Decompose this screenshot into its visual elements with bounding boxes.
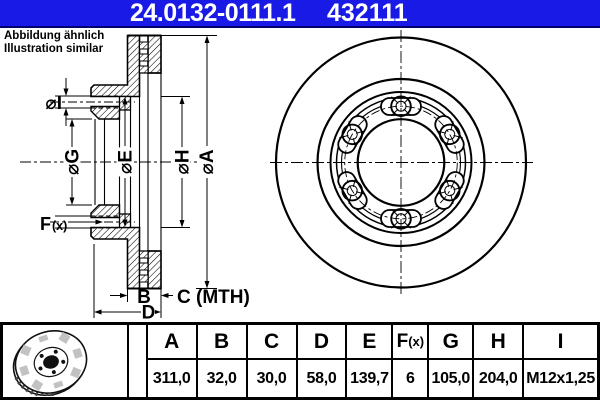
- bolt-pockets: [337, 97, 465, 228]
- dim-label-b: B: [137, 287, 151, 308]
- dim-label-diameter-g: ⌀G: [63, 149, 84, 175]
- similarity-note: Abbildung ähnlich Illustration similar: [4, 30, 104, 56]
- spec-col-i: I M12x1,25: [524, 325, 598, 397]
- section-friction-plate-bottom: [147, 250, 162, 290]
- section-friction-plate-top: [147, 34, 162, 74]
- disc-outer-circle: [274, 36, 528, 289]
- spec-col-b: B 32,0: [197, 325, 248, 397]
- section-hub-wedge-bottom: [90, 204, 121, 219]
- part-number: 24.0132-0111.1: [130, 0, 296, 27]
- vent-rib: [139, 41, 149, 50]
- label-backing: [63, 147, 215, 321]
- spec-header-g: G: [429, 325, 473, 360]
- spec-header-f: F(x): [393, 325, 428, 360]
- bolt-circle-centerline: [344, 105, 458, 220]
- spec-table: A 311,0 B 32,0 C 30,0 D 58,0 E 139,7 F(x…: [0, 322, 600, 400]
- spec-value-f: 6: [406, 369, 415, 387]
- spec-value-g: 105,0: [431, 369, 471, 387]
- brake-disc-thumbnail: [12, 330, 88, 396]
- spec-value-b: 32,0: [206, 369, 237, 387]
- spec-col-g: G 105,0: [429, 325, 475, 397]
- dim-label-diameter-i: ⌀I: [45, 93, 62, 114]
- spec-value-a: 311,0: [152, 369, 191, 387]
- spec-col-f: F(x) 6: [393, 325, 430, 397]
- dim-label-diameter-a: ⌀A: [197, 149, 218, 174]
- dim-label-diameter-e: ⌀E: [116, 150, 137, 174]
- spec-value-e: 139,7: [350, 369, 389, 387]
- spec-header-b: B: [197, 325, 246, 360]
- section-view: ⌀I ⌀G ⌀E ⌀H ⌀A F(x) B C (MTH) D: [20, 34, 250, 324]
- spec-value-d: 58,0: [306, 369, 337, 387]
- spec-col-a: A 311,0: [147, 325, 198, 397]
- section-hub-wedge-top: [90, 105, 121, 120]
- spec-col-d: D 58,0: [297, 325, 348, 397]
- dimension-labels: ⌀I ⌀G ⌀E ⌀H ⌀A F(x) B C (MTH) D: [40, 93, 250, 324]
- front-view: [270, 30, 533, 294]
- vent-rib: [139, 262, 149, 271]
- spec-spacer-cell: [129, 325, 148, 397]
- spec-header-c: C: [247, 325, 296, 360]
- spec-header-h: H: [474, 325, 523, 360]
- bolt-holes: [339, 95, 463, 230]
- friction-inner-circle: [316, 77, 486, 248]
- spec-col-h: H 204,0: [474, 325, 525, 397]
- spec-value-c: 30,0: [256, 369, 287, 387]
- dim-label-d: D: [142, 303, 156, 324]
- spec-col-c: C 30,0: [247, 325, 298, 397]
- spec-thumbnail-cell: [3, 325, 129, 397]
- title-bar: 24.0132-0111.1 432111: [0, 0, 600, 28]
- spec-header-i: I: [524, 325, 598, 360]
- spec-header-e: E: [347, 325, 392, 360]
- center-bore-circle: [356, 118, 446, 207]
- hub-ring-outer: [329, 91, 473, 234]
- dim-label-diameter-h: ⌀H: [173, 149, 194, 174]
- spec-header-a: A: [147, 325, 196, 360]
- dim-label-f: F(x): [40, 214, 67, 234]
- vent-rib: [139, 274, 149, 283]
- catalog-number: 432111: [327, 0, 408, 27]
- vent-rib: [139, 250, 149, 259]
- dimension-lines: [63, 35, 217, 318]
- vent-rib: [139, 53, 149, 62]
- dim-label-c: C (MTH): [177, 287, 250, 308]
- spec-value-h: 204,0: [478, 369, 518, 387]
- similarity-note-en: Illustration similar: [4, 43, 104, 55]
- section-hat-flange-bottom: [90, 226, 141, 290]
- spec-col-e: E 139,7: [347, 325, 394, 397]
- spec-value-i: M12x1,25: [526, 369, 595, 387]
- vent-rib: [139, 65, 149, 74]
- spec-header-d: D: [297, 325, 346, 360]
- similarity-note-de: Abbildung ähnlich: [4, 30, 105, 42]
- bolt-hole-hidden-top: [50, 95, 135, 109]
